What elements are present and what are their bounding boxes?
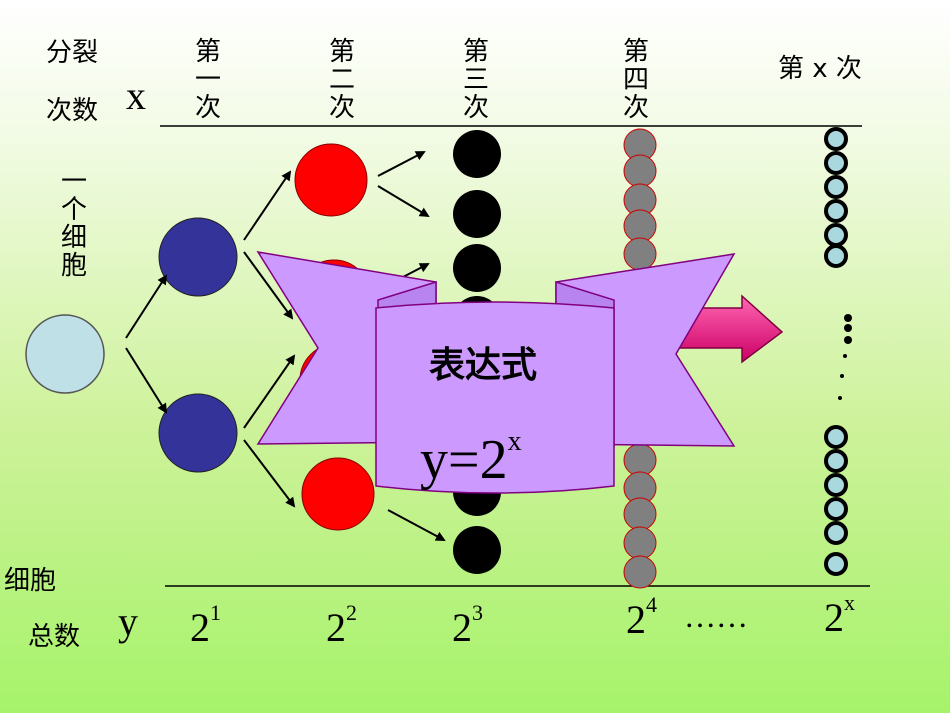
genx-cell <box>824 425 848 449</box>
arrow <box>125 347 168 414</box>
genx-cell <box>824 473 848 497</box>
split-count-label-line1: 分裂 <box>46 38 99 68</box>
genx-cell <box>824 151 848 175</box>
genx-cell <box>824 244 848 268</box>
genx-cell <box>824 175 848 199</box>
gen1-cell-top <box>158 217 238 297</box>
arrow <box>377 151 426 177</box>
genx-cell <box>824 449 848 473</box>
arrow <box>243 439 296 508</box>
gen2-cell <box>301 457 375 531</box>
expression-title: 表达式 <box>428 344 537 386</box>
genx-cell <box>824 199 848 223</box>
gen3-label: 第三次 <box>462 37 489 123</box>
ellipsis: …… <box>684 598 748 634</box>
split-count-label-line2: 次数 <box>46 96 99 126</box>
genx-cell <box>824 552 848 576</box>
genx-cell <box>824 223 848 247</box>
genx-cell <box>824 497 848 521</box>
arrow <box>243 251 294 320</box>
gen4-cell <box>623 526 657 560</box>
gen3-cell <box>453 526 501 574</box>
value-gen1: 21 <box>190 600 221 650</box>
arrow <box>243 354 296 429</box>
value-gen3: 23 <box>452 600 483 650</box>
cell-total-label-line1: 细胞 <box>4 566 57 596</box>
expression-formula: y=2x <box>420 426 522 491</box>
genx-label: 第 x 次 <box>778 54 862 84</box>
gen4-cell <box>623 154 657 188</box>
arrow <box>125 274 168 339</box>
genx-column <box>824 127 848 576</box>
gen3-cell <box>453 190 501 238</box>
gen4-cell <box>623 443 657 477</box>
gen1-cell-bottom <box>158 393 238 473</box>
expression-banner <box>256 250 736 494</box>
arrow <box>243 170 292 241</box>
genx-cell <box>824 521 848 545</box>
gen1-label: 第一次 <box>194 37 221 123</box>
value-gen2: 22 <box>326 600 357 650</box>
arrow <box>387 509 446 541</box>
gen2-label: 第二次 <box>328 37 355 123</box>
origin-cell <box>25 314 105 394</box>
y-variable: y <box>118 599 138 644</box>
gen3-cell <box>453 244 501 292</box>
gen2-cell <box>294 143 368 217</box>
gen4-column <box>623 128 657 589</box>
vertical-ellipsis <box>838 314 852 400</box>
genx-cell <box>824 127 848 151</box>
gen3-cell <box>453 130 501 178</box>
cell-total-label-line2: 总数 <box>28 622 81 652</box>
gen4-cell <box>623 555 657 589</box>
value-gen4: 24 <box>626 592 657 642</box>
x-variable: x <box>126 73 146 118</box>
value-genx: 2x <box>824 590 855 640</box>
arrow <box>377 185 430 218</box>
one-cell-label: 一个细胞 <box>60 167 87 281</box>
gen4-cell <box>623 237 657 271</box>
gen4-label: 第四次 <box>622 37 649 123</box>
gen4-cell <box>623 497 657 531</box>
gen4-cell <box>623 209 657 243</box>
